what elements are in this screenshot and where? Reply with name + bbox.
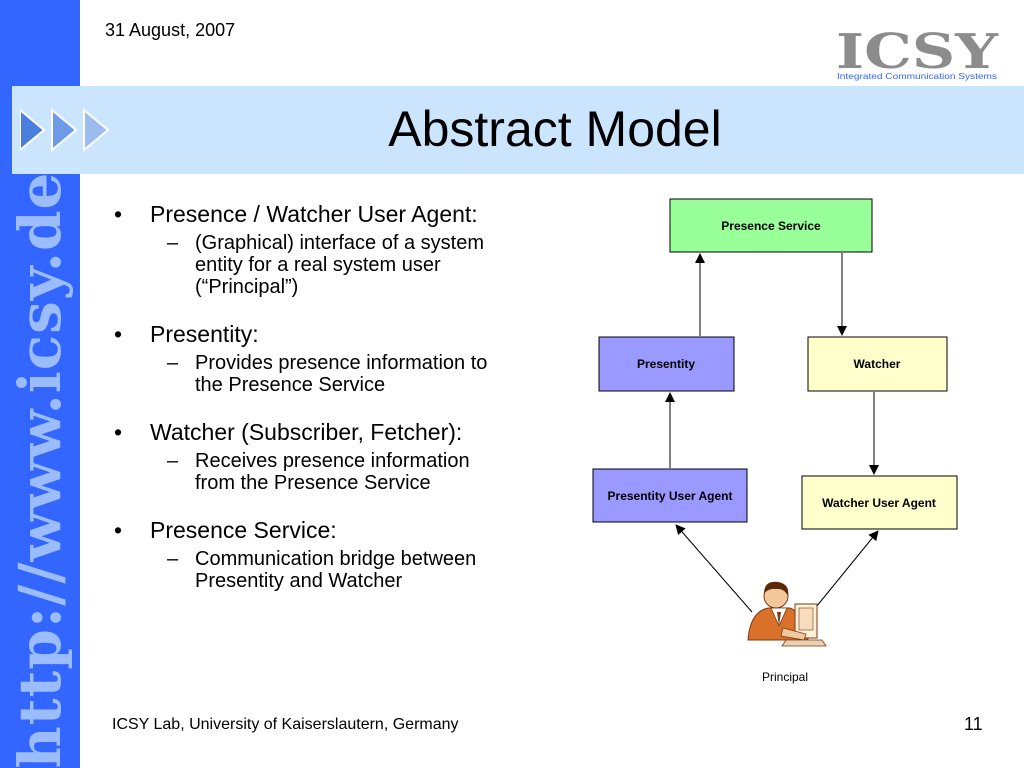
- principal-label: Principal: [762, 670, 808, 684]
- page-title: Abstract Model: [388, 101, 722, 157]
- bullet-sub-line: (Graphical) interface of a system: [195, 232, 484, 254]
- icsy-logo: ICSY Integrated Communication Systems: [836, 28, 999, 81]
- dash-icon: –: [167, 450, 179, 472]
- presentity-label: Presentity: [637, 357, 695, 371]
- watcher-label: Watcher: [854, 357, 901, 371]
- bullet-sub-line: Provides presence information to: [195, 352, 488, 374]
- principal-person-icon: [747, 581, 827, 647]
- dash-icon: –: [167, 548, 179, 570]
- bullet-item: • Presence / Watcher User Agent: – (Graph…: [112, 200, 542, 298]
- title-arrows-icon: [20, 108, 110, 152]
- sidebar-url-text: http://www.icsy.de: [6, 171, 74, 768]
- presence-service-label: Presence Service: [721, 219, 821, 233]
- footer-lab-text: ICSY Lab, University of Kaiserslautern, …: [112, 716, 459, 733]
- abstract-model-diagram: Presence Service Presentity Watcher Pres…: [592, 198, 958, 684]
- bullet-sub-line: the Presence Service: [195, 374, 386, 396]
- arrow-principal-to-pua: [675, 524, 753, 613]
- title-band: [12, 86, 1024, 174]
- bullet-sub-line: Communication bridge between: [195, 548, 477, 570]
- dash-icon: –: [167, 352, 179, 374]
- bullet-label: Watcher (Subscriber, Fetcher):: [150, 419, 463, 445]
- bullet-list: • Presence / Watcher User Agent: – (Graph…: [112, 200, 542, 614]
- watcher-user-agent-box: [801, 475, 958, 530]
- logo-subtitle: Integrated Communication Systems: [837, 72, 997, 81]
- bullet-item: • Presence Service: – Communication bridg…: [112, 516, 542, 592]
- bullet-dot-icon: •: [114, 201, 123, 227]
- bullet-sub-line: from the Presence Service: [195, 472, 431, 494]
- bullet-label: Presence / Watcher User Agent:: [150, 201, 478, 227]
- bullet-item: • Watcher (Subscriber, Fetcher): – Receiv…: [112, 418, 542, 494]
- presence-service-box: [669, 198, 873, 253]
- bullet-dot-icon: •: [114, 517, 123, 543]
- bullet-sub-line: (“Principal”): [195, 276, 299, 298]
- bullet-sub-line: Receives presence information: [195, 450, 470, 472]
- bullet-label: Presence Service:: [150, 517, 337, 543]
- bullet-item: • Presentity: – Provides presence informa…: [112, 320, 542, 396]
- logo-text: ICSY: [836, 28, 999, 80]
- bullet-sub-line: Presentity and Watcher: [195, 570, 403, 592]
- dash-icon: –: [167, 232, 179, 254]
- watcher-user-agent-label: Watcher User Agent: [822, 496, 936, 510]
- bullet-label: Presentity:: [150, 321, 259, 347]
- bullet-dot-icon: •: [114, 321, 123, 347]
- bullet-sub-line: entity for a real system user: [195, 254, 441, 276]
- slide-date: 31 August, 2007: [105, 20, 236, 40]
- presentity-box: [598, 336, 735, 392]
- watcher-box: [807, 336, 948, 392]
- presentity-user-agent-label: Presentity User Agent: [608, 489, 733, 503]
- presentity-user-agent-box: [592, 468, 748, 523]
- arrow-principal-to-wua: [811, 530, 879, 613]
- bullet-dot-icon: •: [114, 419, 123, 445]
- page-number: 11: [964, 714, 983, 734]
